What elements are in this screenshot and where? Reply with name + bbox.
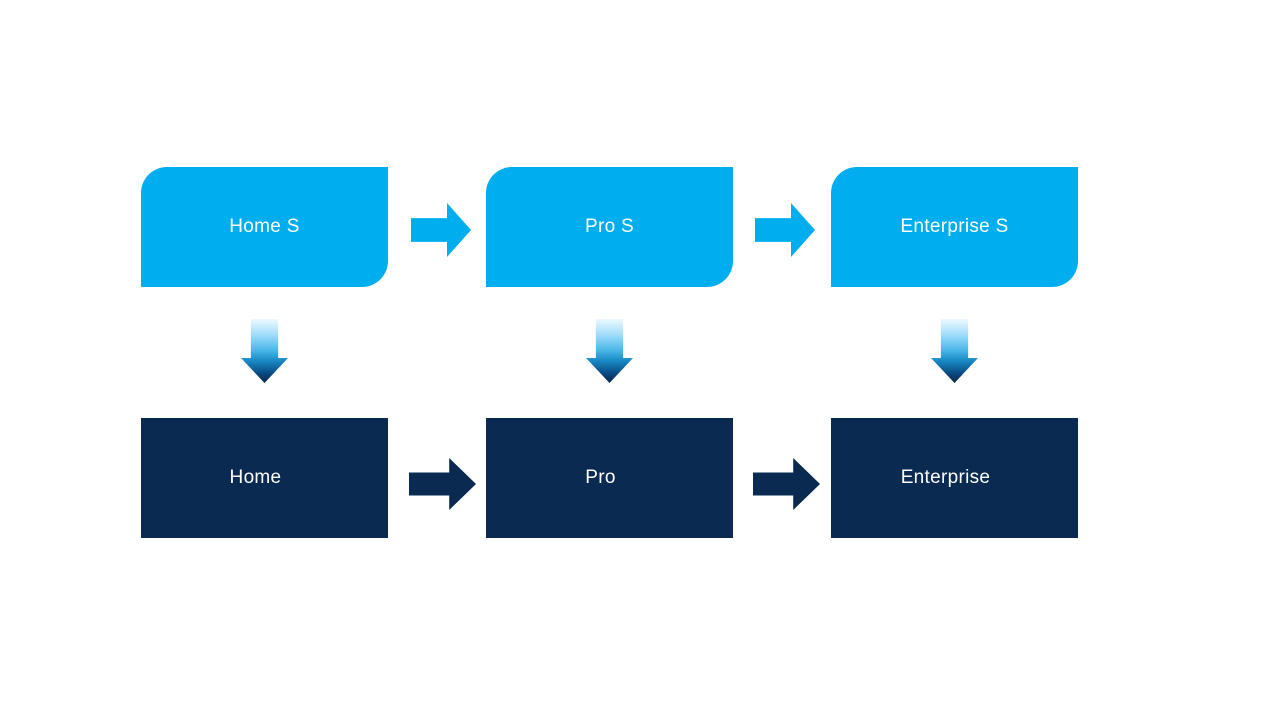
node-label: Enterprise xyxy=(900,467,991,488)
right-arrow-pro-s-to-enterprise-s xyxy=(755,203,815,257)
down-arrow-enterprise-s-to-enterprise xyxy=(931,319,978,383)
node-enterprise-s: Enterprise S xyxy=(831,167,1078,287)
right-arrow-pro-to-enterprise xyxy=(753,458,820,510)
right-arrow-home-to-pro xyxy=(409,458,476,510)
node-label: Pro S xyxy=(584,216,635,237)
node-pro-s: Pro S xyxy=(486,167,733,287)
down-arrow-pro-s-to-pro xyxy=(586,319,633,383)
right-arrow-home-s-to-pro-s xyxy=(411,203,471,257)
down-arrow-home-s-to-home xyxy=(241,319,288,383)
node-label: Enterprise S xyxy=(900,216,1009,237)
node-home: Home xyxy=(141,418,388,538)
node-enterprise: Enterprise xyxy=(831,418,1078,538)
node-pro: Pro xyxy=(486,418,733,538)
node-home-s: Home S xyxy=(141,167,388,287)
node-label: Home xyxy=(229,467,282,488)
node-label: Pro xyxy=(585,467,616,488)
node-label: Home S xyxy=(229,216,300,237)
